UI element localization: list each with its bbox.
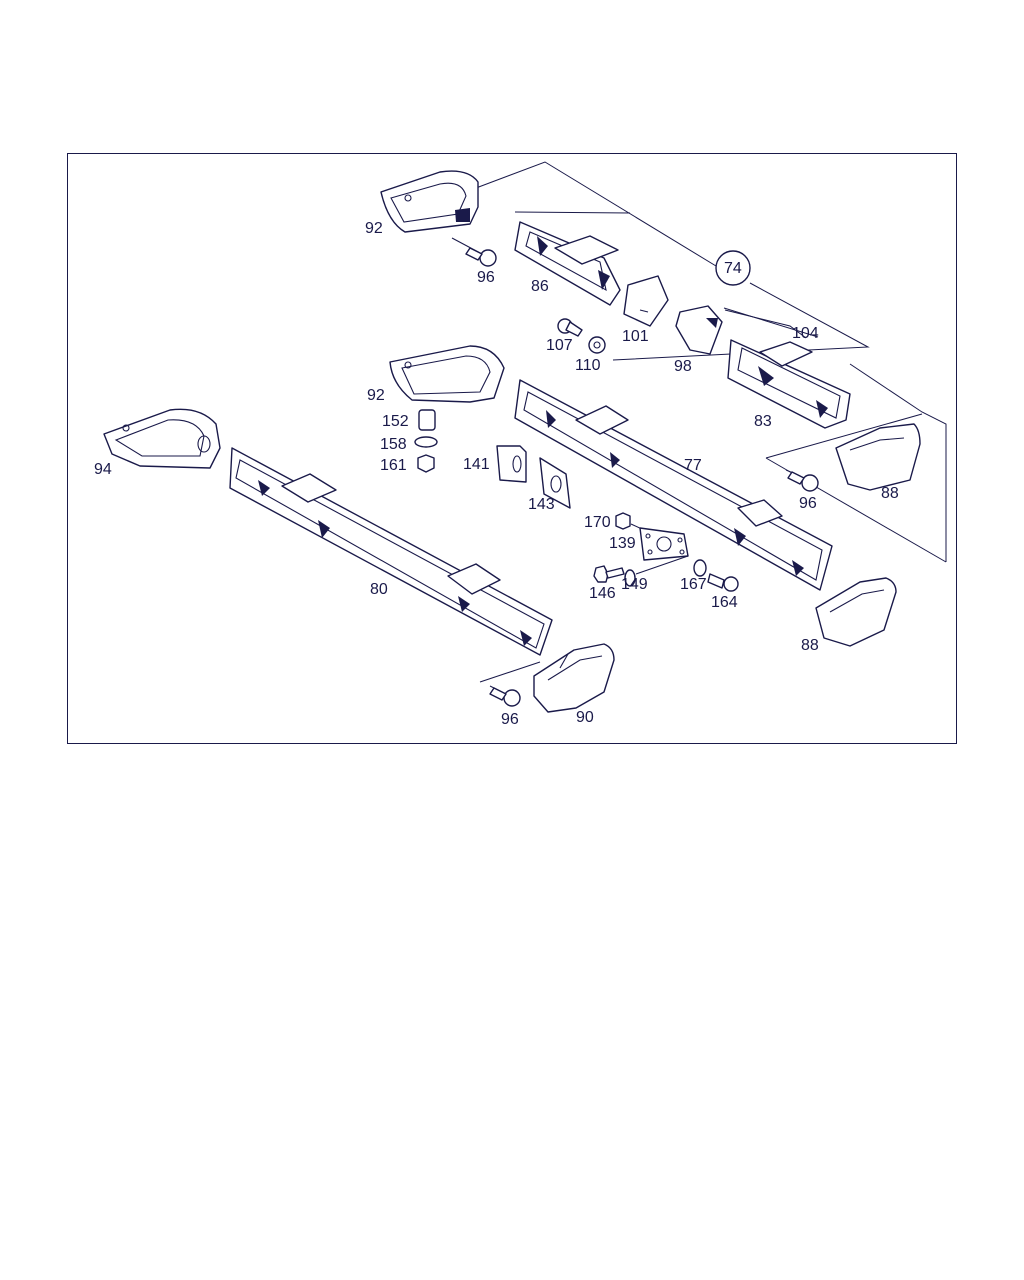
washer-149 (624, 569, 636, 587)
callout-141: 141 (463, 456, 490, 473)
diagram-frame (67, 153, 957, 744)
callout-88-upper: 88 (881, 485, 899, 502)
callout-164: 164 (711, 594, 738, 611)
callout-107: 107 (546, 337, 573, 354)
washer-110 (588, 336, 606, 354)
bracket-141 (496, 445, 527, 483)
washer-158 (414, 436, 438, 448)
callout-77: 77 (684, 457, 702, 474)
bracket-lines-90 (479, 661, 541, 695)
end-cap-90 (533, 643, 615, 713)
end-cap-92-top (380, 170, 479, 233)
callout-152: 152 (382, 413, 409, 430)
end-cap-88-lower (815, 577, 897, 647)
callout-83: 83 (754, 413, 772, 430)
callout-92-middle: 92 (367, 387, 385, 404)
callout-88-lower: 88 (801, 637, 819, 654)
end-cap-88-upper (835, 423, 921, 491)
bolt-96-lower (489, 687, 521, 707)
nut-170 (615, 512, 631, 530)
bolt-164 (707, 573, 739, 592)
callout-96-lower: 96 (501, 711, 519, 728)
bolt-107 (557, 318, 583, 337)
strip-104 (724, 309, 807, 339)
washer-167 (693, 559, 707, 577)
bumper-bar-80 (229, 447, 553, 656)
bolt-96-upper (451, 237, 497, 267)
cover-98 (675, 305, 723, 355)
callout-94: 94 (94, 461, 112, 478)
end-cap-94 (103, 408, 221, 469)
callout-90: 90 (576, 709, 594, 726)
callout-143: 143 (528, 496, 555, 513)
callout-101: 101 (622, 328, 649, 345)
callout-92-top: 92 (365, 220, 383, 237)
bolt-96-right (785, 469, 819, 492)
plate-139 (639, 527, 689, 561)
spacer-152 (418, 409, 436, 431)
callout-96-upper: 96 (477, 269, 495, 286)
bolt-146 (593, 565, 625, 583)
bracket-143 (539, 457, 571, 509)
callout-74: 74 (724, 260, 742, 277)
bumper-bar-77 (514, 379, 833, 591)
callout-80: 80 (370, 581, 388, 598)
nut-161 (417, 454, 435, 473)
end-cap-92-middle (389, 345, 505, 403)
callout-110: 110 (575, 357, 601, 374)
callout-139: 139 (609, 535, 636, 552)
callout-161: 161 (380, 457, 407, 474)
callout-149: 149 (621, 576, 648, 593)
bracket-83 (727, 339, 851, 429)
callout-158: 158 (380, 436, 407, 453)
callout-167: 167 (680, 576, 707, 593)
callout-86: 86 (531, 278, 549, 295)
assembly-74-circle (715, 250, 751, 286)
bracket-86 (514, 221, 621, 306)
callout-98: 98 (674, 358, 692, 375)
callout-96-right: 96 (799, 495, 817, 512)
callout-170: 170 (584, 514, 611, 531)
callout-146: 146 (589, 585, 616, 602)
callout-104: 104 (792, 325, 819, 342)
cover-101 (623, 275, 669, 327)
assembly-74-bracket-lines (475, 161, 870, 361)
